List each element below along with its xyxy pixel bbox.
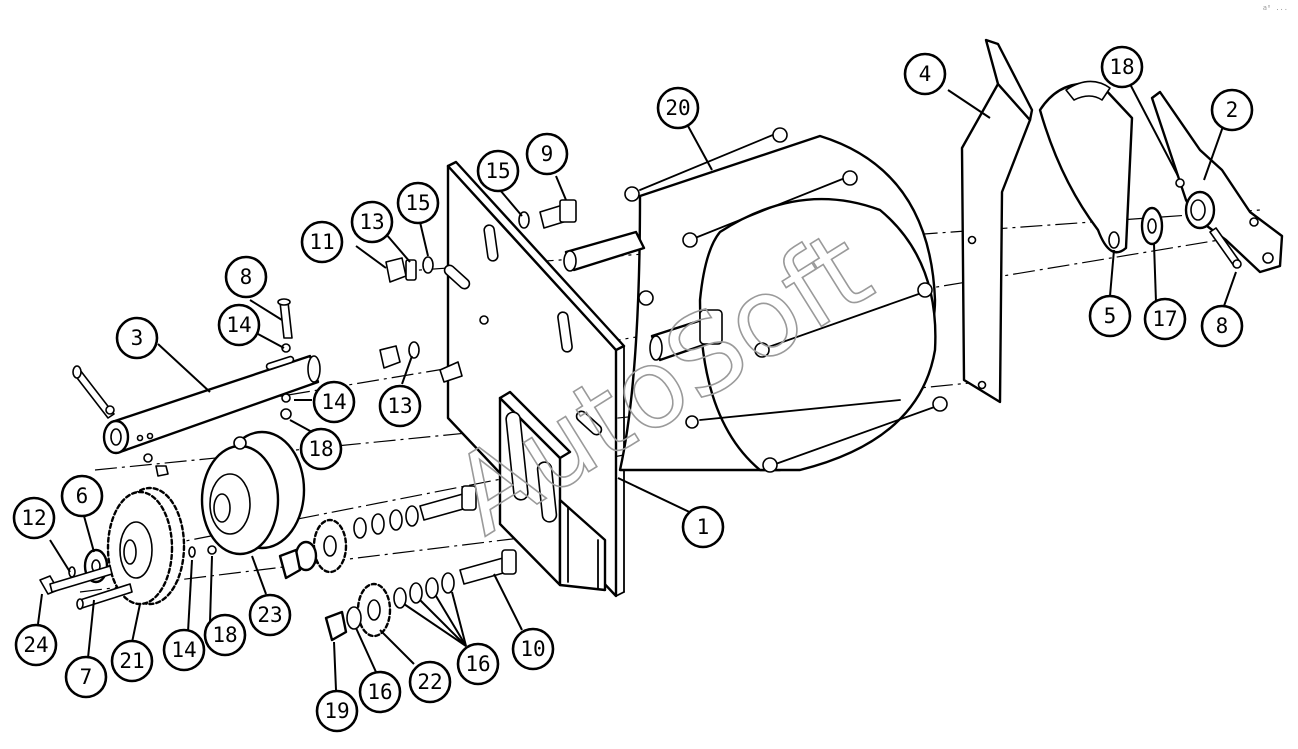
callout-23: 23: [248, 593, 292, 637]
flat-plate: [960, 38, 1034, 404]
callout-16-right: 16: [456, 642, 500, 686]
svg-text:16: 16: [465, 652, 490, 676]
callout-11: 11: [300, 220, 344, 264]
svg-text:15: 15: [485, 159, 510, 183]
callouts: 1 2 3 4 5 6 7 8 8 9 10 11 12 13 13 14 14…: [12, 45, 1254, 733]
svg-text:5: 5: [1104, 304, 1117, 328]
svg-text:20: 20: [665, 96, 690, 120]
callout-18-mid: 18: [299, 427, 343, 471]
callout-6: 6: [60, 474, 104, 518]
svg-text:22: 22: [417, 670, 442, 694]
callout-14-mid: 14: [312, 380, 356, 424]
left-small-parts: [39, 545, 217, 610]
callout-14-top: 14: [217, 303, 261, 347]
callout-8-right: 8: [1200, 304, 1244, 348]
svg-text:1: 1: [697, 515, 710, 539]
corner-mark: a⁰ ...: [1262, 4, 1288, 12]
pin-8-right: [1209, 227, 1242, 269]
svg-text:19: 19: [324, 699, 349, 723]
callout-14-bottom: 14: [162, 628, 206, 672]
top-fasteners: [379, 199, 577, 383]
callout-1: 1: [681, 505, 725, 549]
svg-text:18: 18: [308, 437, 333, 461]
svg-text:18: 18: [1109, 55, 1134, 79]
svg-text:2: 2: [1226, 98, 1239, 122]
callout-5: 5: [1088, 294, 1132, 338]
callout-20: 20: [656, 86, 700, 130]
svg-text:23: 23: [257, 603, 282, 627]
svg-text:14: 14: [226, 313, 251, 337]
svg-text:12: 12: [21, 506, 46, 530]
callout-15-left: 15: [476, 149, 520, 193]
svg-text:14: 14: [321, 390, 346, 414]
tube: [102, 354, 321, 455]
svg-text:11: 11: [309, 230, 334, 254]
cover-plate: [1038, 80, 1134, 254]
callout-12: 12: [12, 496, 56, 540]
callout-10: 10: [511, 627, 555, 671]
svg-text:6: 6: [76, 484, 89, 508]
callout-13-top: 13: [350, 200, 394, 244]
motor-housing: [563, 127, 948, 473]
callout-8-top: 8: [224, 255, 268, 299]
svg-text:7: 7: [80, 665, 93, 689]
callout-4: 4: [903, 52, 947, 96]
svg-text:21: 21: [119, 649, 144, 673]
svg-text:24: 24: [23, 633, 48, 657]
svg-text:9: 9: [541, 142, 554, 166]
svg-text:17: 17: [1152, 307, 1177, 331]
callout-22: 22: [408, 660, 452, 704]
svg-text:8: 8: [240, 265, 253, 289]
tube-bolt: [72, 365, 169, 477]
svg-text:10: 10: [520, 637, 545, 661]
washer-17: [1140, 206, 1164, 246]
svg-text:15: 15: [405, 191, 430, 215]
svg-text:16: 16: [367, 680, 392, 704]
callout-13-mid: 13: [378, 384, 422, 428]
svg-text:13: 13: [387, 394, 412, 418]
svg-text:8: 8: [1216, 314, 1229, 338]
callout-15-right: 15: [396, 181, 440, 225]
clutch-pulley: [200, 430, 306, 556]
callout-18-right: 18: [1100, 45, 1144, 89]
callout-21: 21: [110, 639, 154, 683]
svg-text:13: 13: [359, 210, 384, 234]
callout-7: 7: [64, 655, 108, 699]
lower-drive-parts: [278, 485, 517, 642]
svg-text:3: 3: [131, 326, 144, 350]
mounting-plate: [443, 160, 626, 598]
callout-16-left: 16: [358, 670, 402, 714]
callout-24: 24: [14, 623, 58, 667]
tensioner-lever: [1150, 90, 1284, 274]
callout-19: 19: [315, 689, 359, 733]
callout-9: 9: [525, 132, 569, 176]
svg-text:18: 18: [212, 623, 237, 647]
callout-2: 2: [1210, 88, 1254, 132]
svg-text:14: 14: [171, 638, 196, 662]
callout-3: 3: [115, 316, 159, 360]
callout-18-bottom: 18: [203, 613, 247, 657]
svg-text:4: 4: [919, 62, 932, 86]
callout-17: 17: [1143, 297, 1187, 341]
